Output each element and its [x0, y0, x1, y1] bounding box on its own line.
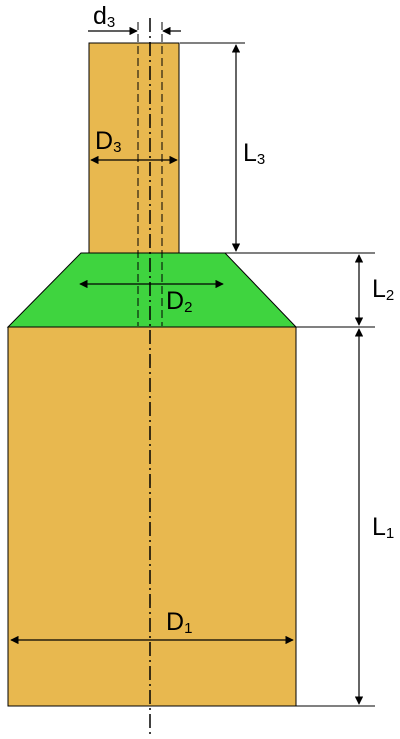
tapered-middle-section	[6, 252, 298, 328]
label-D1: D1	[166, 608, 192, 637]
bottom-cylinder-section	[7, 326, 297, 707]
label-L1: L1	[372, 513, 394, 542]
label-d3: d3	[93, 2, 115, 31]
label-D2: D2	[166, 287, 192, 316]
top-cylinder-section	[88, 42, 180, 254]
label-L3: L3	[243, 139, 265, 168]
label-D3: D3	[95, 127, 121, 156]
label-L2: L2	[372, 275, 394, 304]
